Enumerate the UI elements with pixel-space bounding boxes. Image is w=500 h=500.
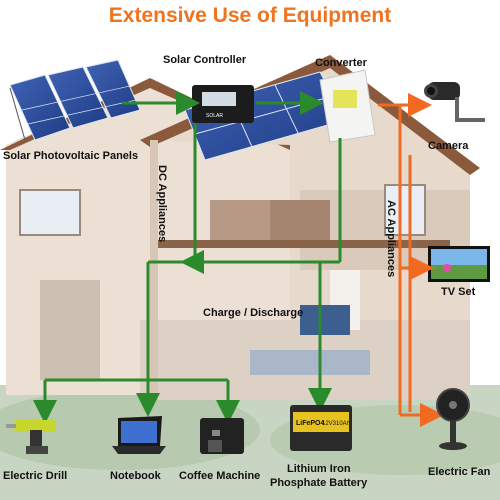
battery-label-line2: Phosphate Battery — [270, 477, 368, 489]
battery-spec: 12V310Ah — [322, 421, 350, 427]
coffee-machine-device — [200, 418, 244, 454]
electric-drill-device — [6, 420, 56, 454]
solar-controller-label: Solar Controller — [163, 54, 247, 66]
camera-label: Camera — [428, 140, 469, 152]
camera-device — [424, 82, 485, 122]
tv-set-label: TV Set — [441, 286, 476, 298]
battery-brand: LiFePO4 — [296, 420, 325, 427]
controller-brand: SOLAR — [206, 113, 223, 119]
converter-label: Converter — [315, 57, 367, 69]
page-title: Extensive Use of Equipment — [108, 4, 392, 27]
battery-device: LiFePO4 12V310Ah — [290, 405, 352, 451]
battery-label-line1: Lithium Iron — [287, 463, 351, 475]
house — [0, 55, 480, 400]
notebook-label: Notebook — [110, 470, 161, 482]
ac-wiring — [378, 93, 444, 427]
coffee-machine-label: Coffee Machine — [179, 470, 261, 482]
tv-set-device — [428, 246, 490, 282]
electric-fan-device — [436, 388, 470, 450]
solar-controller-device: SOLAR — [192, 85, 254, 123]
solar-panels-label: Solar Photovoltaic Panels — [3, 150, 139, 162]
electric-drill-label: Electric Drill — [3, 470, 68, 482]
electric-fan-label: Electric Fan — [428, 466, 491, 478]
converter-device — [319, 69, 376, 143]
ground — [0, 385, 500, 500]
charge-discharge-label: Charge / Discharge — [203, 307, 304, 319]
notebook-device — [112, 416, 166, 454]
ac-appliances-label: AC Appliances — [385, 200, 397, 278]
dc-appliances-label: DC Appliances — [156, 165, 168, 243]
dc-wiring — [33, 91, 342, 424]
